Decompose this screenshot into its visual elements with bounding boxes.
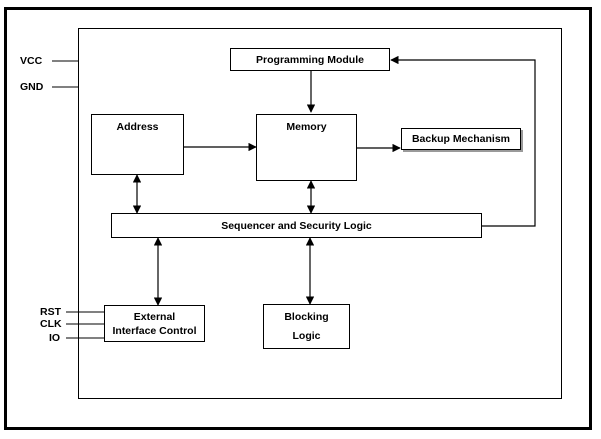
external-interface-label-line2: Interface Control: [112, 324, 197, 337]
backup-mechanism-label: Backup Mechanism: [411, 133, 511, 145]
sequencer-security-logic-block: Sequencer and Security Logic: [111, 213, 482, 238]
address-block: Address: [91, 114, 184, 175]
chip-boundary: [78, 28, 562, 399]
backup-mechanism-block: Backup Mechanism: [401, 128, 521, 150]
rst-pin-label: RST: [40, 306, 61, 318]
blocking-logic-label-line2: Logic: [292, 329, 321, 342]
programming-module-block: Programming Module: [230, 48, 390, 71]
io-pin-label: IO: [49, 332, 61, 344]
sequencer-to-prog-arrow: [390, 55, 536, 227]
blocking-logic-block: Blocking Logic: [263, 304, 350, 349]
memory-block: Memory: [256, 114, 357, 181]
clk-pin-label: CLK: [40, 318, 62, 330]
programming-module-label: Programming Module: [256, 53, 364, 66]
address-label: Address: [116, 121, 159, 133]
sequencer-label: Sequencer and Security Logic: [221, 219, 372, 232]
external-interface-label-line1: External: [133, 310, 176, 323]
gnd-pin-label: GND: [20, 81, 44, 93]
memory-label: Memory: [286, 121, 327, 133]
external-interface-control-block: External Interface Control: [104, 305, 205, 342]
outer-frame: [4, 7, 592, 430]
blocking-logic-label-line1: Blocking: [284, 310, 329, 323]
vcc-pin-label: VCC: [20, 55, 43, 67]
